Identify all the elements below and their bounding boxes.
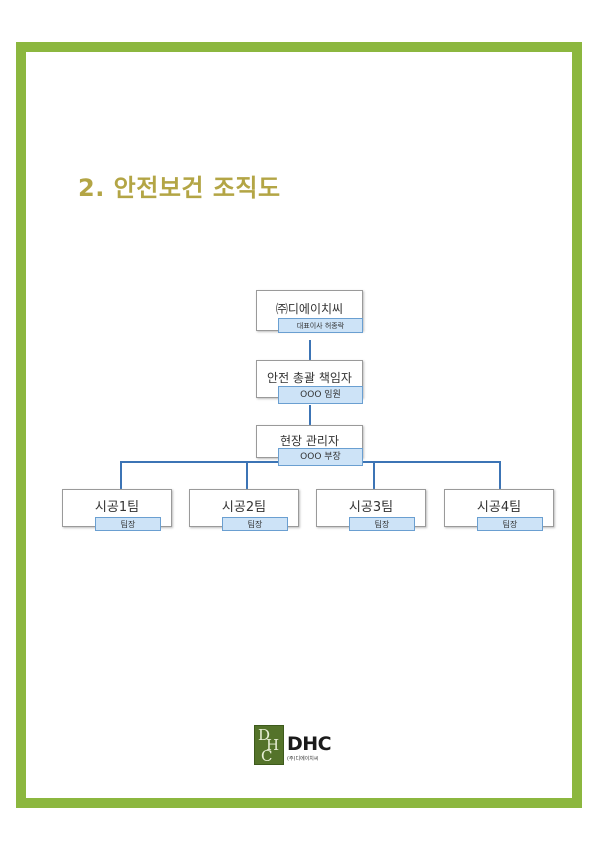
org-node-site-manager-sub: OOO 부장 [278,448,363,466]
logo-subtitle: (주)디에이치씨 [287,756,319,762]
logo-monogram: D H C [254,725,284,765]
page-title: 2. 안전보건 조직도 [78,174,281,202]
org-node-team-name: 시공2팀 [221,500,267,515]
connector-team-3 [373,461,375,489]
org-node-safety-head-name: 안전 총괄 책임자 [267,371,352,385]
connector-company-to-safety [309,340,311,360]
org-node-team-sub: 팀장 [222,517,288,531]
org-node-safety-head-sub: OOO 임원 [278,386,363,404]
org-node-team-name: 시공1팀 [94,500,140,515]
logo-monogram-d: D [258,726,271,744]
org-node-team-sub: 팀장 [95,517,161,531]
connector-team-2 [246,461,248,489]
logo-monogram-c: C [261,747,273,765]
logo-monogram-h: H [266,736,280,754]
connector-safety-to-site [309,405,311,425]
org-node-team-name: 시공3팀 [348,500,394,515]
company-logo: D H C DHC (주)디에이치씨 [254,725,344,765]
org-node-site-manager-name: 현장 관리자 [279,434,339,448]
org-node-company-sub: 대표이사 허종락 [278,318,363,333]
org-node-team-name: 시공4팀 [476,500,522,515]
org-node-team-sub: 팀장 [477,517,543,531]
org-node-team-sub: 팀장 [349,517,415,531]
org-node-company-name: ㈜디에이치씨 [275,302,344,316]
connector-team-4 [499,461,501,489]
logo-wordmark: DHC [287,733,332,755]
connector-team-1 [120,461,122,489]
